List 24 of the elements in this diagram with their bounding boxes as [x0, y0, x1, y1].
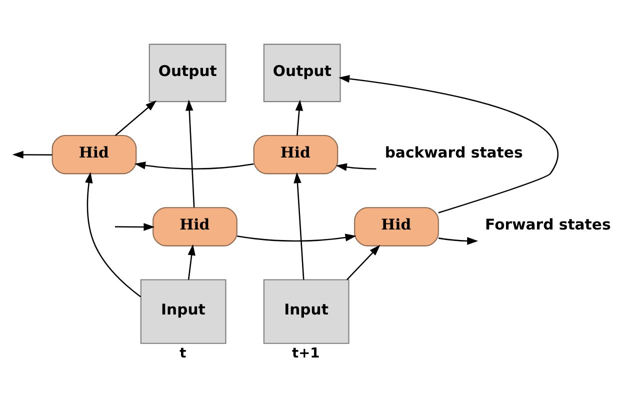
- node-box: Hid: [152, 206, 237, 246]
- arrow: [335, 162, 376, 170]
- node-label: t+1: [292, 345, 320, 362]
- arrow: [185, 99, 194, 207]
- arrow: [114, 222, 154, 230]
- node-box: Hid: [354, 206, 438, 246]
- arrow: [134, 161, 254, 170]
- arrow: [293, 172, 304, 280]
- node-box: Output: [148, 43, 226, 102]
- node-box: Hid: [51, 134, 136, 174]
- arrow: [187, 244, 195, 280]
- node-box: Output: [262, 43, 340, 102]
- arrow: [438, 236, 478, 244]
- node-text: backward states: [384, 144, 522, 161]
- arrow: [294, 99, 303, 136]
- arrow: [338, 74, 558, 213]
- node-box: Hid: [252, 134, 338, 174]
- node-label: t: [179, 345, 186, 362]
- arrow: [236, 233, 356, 242]
- arrow: [84, 171, 140, 297]
- arrow: [114, 100, 156, 136]
- node-text: Forward states: [484, 216, 610, 234]
- arrow: [346, 244, 380, 280]
- arrow: [12, 150, 52, 158]
